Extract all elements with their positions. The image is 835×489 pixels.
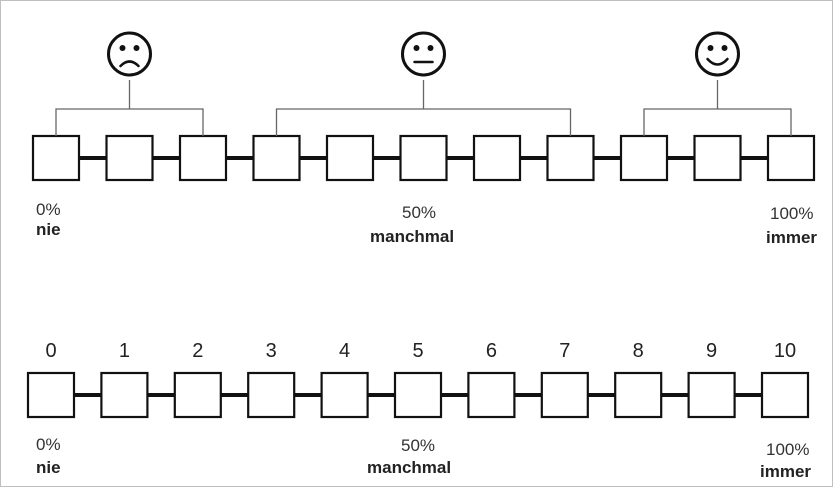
scale-number-8: 8: [632, 340, 644, 362]
bottom-right-percent: 100%: [766, 440, 810, 459]
scale-number-3: 3: [265, 340, 277, 362]
happy-face-icon: [695, 31, 740, 77]
scale-number-0: 0: [45, 340, 57, 362]
bottom-left-percent: 0%: [36, 435, 61, 454]
top-mid-word: manchmal: [370, 227, 455, 246]
scale-number-1: 1: [118, 340, 130, 362]
bottom-mid-percent: 50%: [401, 436, 436, 455]
neutral-face-icon: [401, 31, 446, 77]
happy-face-icon-eye: [721, 45, 728, 51]
bottom-box: [614, 371, 663, 419]
bottom-box: [26, 371, 76, 419]
sad-face-icon: [107, 31, 152, 77]
bottom-right-word: immer: [760, 462, 812, 481]
bottom-box: [467, 371, 516, 419]
top-box: [252, 134, 301, 182]
scale-number-9: 9: [706, 340, 718, 362]
face-bracket: [643, 108, 792, 136]
bottom-box: [247, 371, 296, 419]
top-box: [325, 134, 375, 182]
happy-face-icon-eye: [707, 45, 714, 51]
face-bracket: [55, 108, 204, 136]
bottom-box: [540, 371, 589, 419]
bottom-box: [173, 371, 222, 419]
bottom-box: [760, 371, 810, 419]
sad-face-icon-mouth: [119, 60, 140, 68]
scale-number-5: 5: [412, 340, 424, 362]
top-left-percent: 0%: [36, 200, 61, 219]
face-bracket: [275, 108, 572, 136]
scale-number-7: 7: [559, 340, 571, 362]
top-box: [31, 134, 81, 182]
bottom-box: [100, 371, 149, 419]
top-box: [546, 134, 595, 182]
top-box: [693, 134, 742, 182]
sad-face-icon-eye: [119, 45, 126, 51]
neutral-face-icon-eye: [427, 45, 434, 51]
top-box: [472, 134, 522, 182]
bottom-left-word: nie: [36, 458, 61, 477]
top-left-word: nie: [36, 220, 61, 239]
top-mid-percent: 50%: [402, 203, 437, 222]
top-box: [178, 134, 228, 182]
top-box: [399, 134, 448, 182]
sad-face-icon-eye: [133, 45, 140, 51]
top-box: [619, 134, 669, 182]
top-right-word: immer: [766, 228, 818, 247]
neutral-face-icon-eye: [413, 45, 420, 51]
scale-number-4: 4: [339, 340, 351, 362]
bottom-box: [393, 371, 443, 419]
bottom-box: [320, 371, 369, 419]
happy-face-icon-mouth: [706, 57, 729, 66]
top-right-percent: 100%: [770, 204, 814, 223]
top-box: [105, 134, 154, 182]
scale-number-2: 2: [192, 340, 204, 362]
bottom-mid-word: manchmal: [367, 458, 452, 477]
top-box: [766, 134, 816, 182]
bottom-box: [687, 371, 736, 419]
scale-number-6: 6: [485, 340, 497, 362]
scale-number-10: 10: [773, 340, 797, 362]
